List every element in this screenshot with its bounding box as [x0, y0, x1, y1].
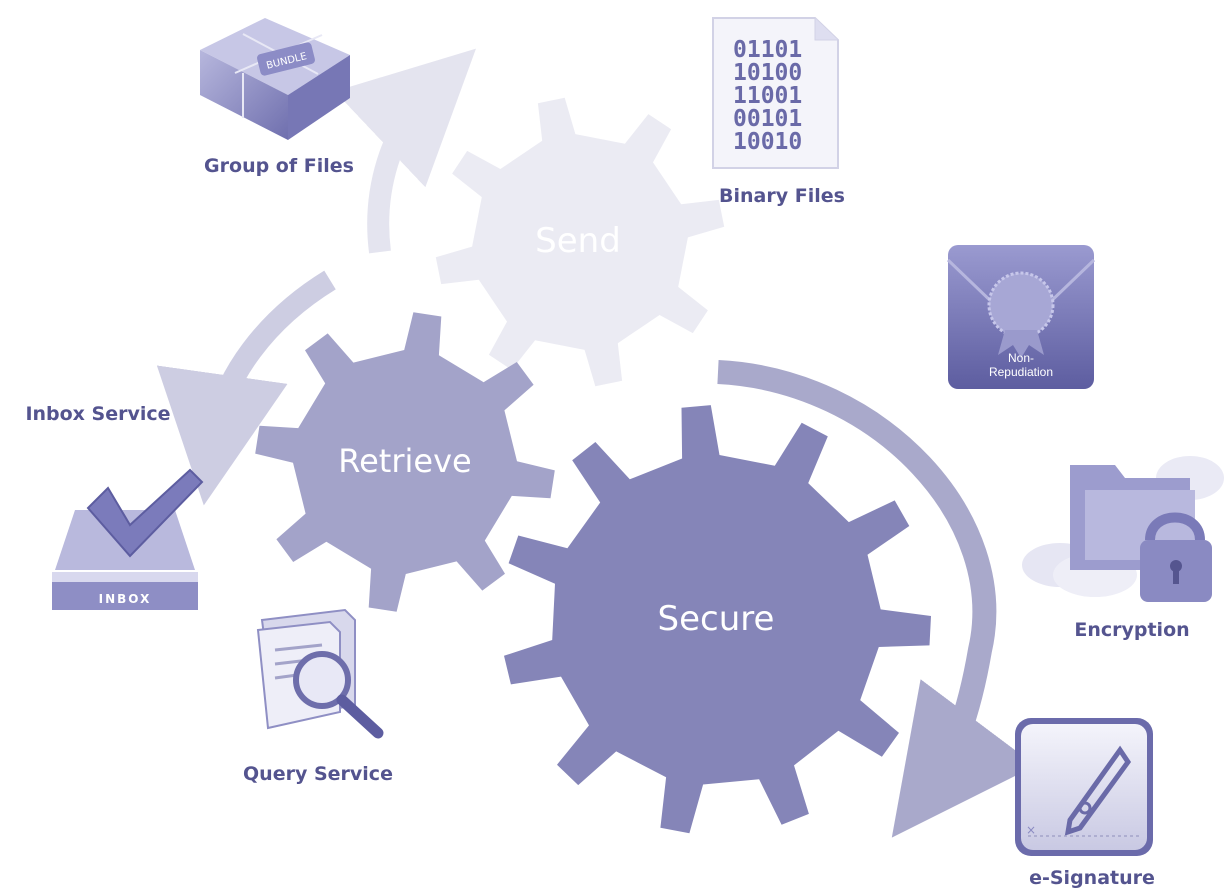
retrieve-gear	[255, 312, 555, 612]
group-of-files-label: Group of Files	[204, 155, 354, 177]
send-gear	[435, 97, 725, 387]
binary-line-4: 00101	[733, 106, 802, 132]
binary-line-5: 10010	[733, 129, 802, 155]
query-documents-icon	[256, 608, 384, 739]
signature-x-mark: ×	[1026, 823, 1036, 837]
inbox-service-label: Inbox Service	[25, 403, 170, 425]
binary-line-3: 11001	[733, 83, 802, 109]
binary-files-label: Binary Files	[719, 185, 845, 207]
secure-gear	[504, 405, 931, 834]
e-signature-label: e-Signature	[1029, 867, 1155, 889]
retrieve-gear-label: Retrieve	[338, 442, 471, 480]
query-service-label: Query Service	[243, 763, 393, 785]
binary-line-2: 10100	[733, 60, 802, 86]
arrow-retrieve-to-send	[334, 48, 476, 254]
arrow-send-to-secure	[717, 360, 1036, 838]
encryption-label: Encryption	[1074, 619, 1189, 641]
binary-line-1: 01101	[733, 37, 802, 63]
e-signature-icon: ×	[1015, 718, 1153, 856]
inbox-tray-text: INBOX	[99, 592, 152, 606]
arrow-send-to-retrieve	[156, 270, 336, 506]
send-gear-label: Send	[535, 221, 621, 261]
inbox-icon: INBOX	[52, 468, 204, 610]
encryption-icon	[1022, 456, 1224, 602]
secure-gear-label: Secure	[658, 599, 775, 639]
bundle-box-icon: BUNDLE	[200, 18, 350, 140]
binary-document-icon: 01101 10100 11001 00101 10010	[712, 17, 839, 169]
non-repudiation-line-1: Non-	[1008, 351, 1034, 365]
non-repudiation-line-2: Repudiation	[989, 365, 1053, 379]
non-repudiation-icon: Non- Repudiation	[946, 245, 1096, 389]
